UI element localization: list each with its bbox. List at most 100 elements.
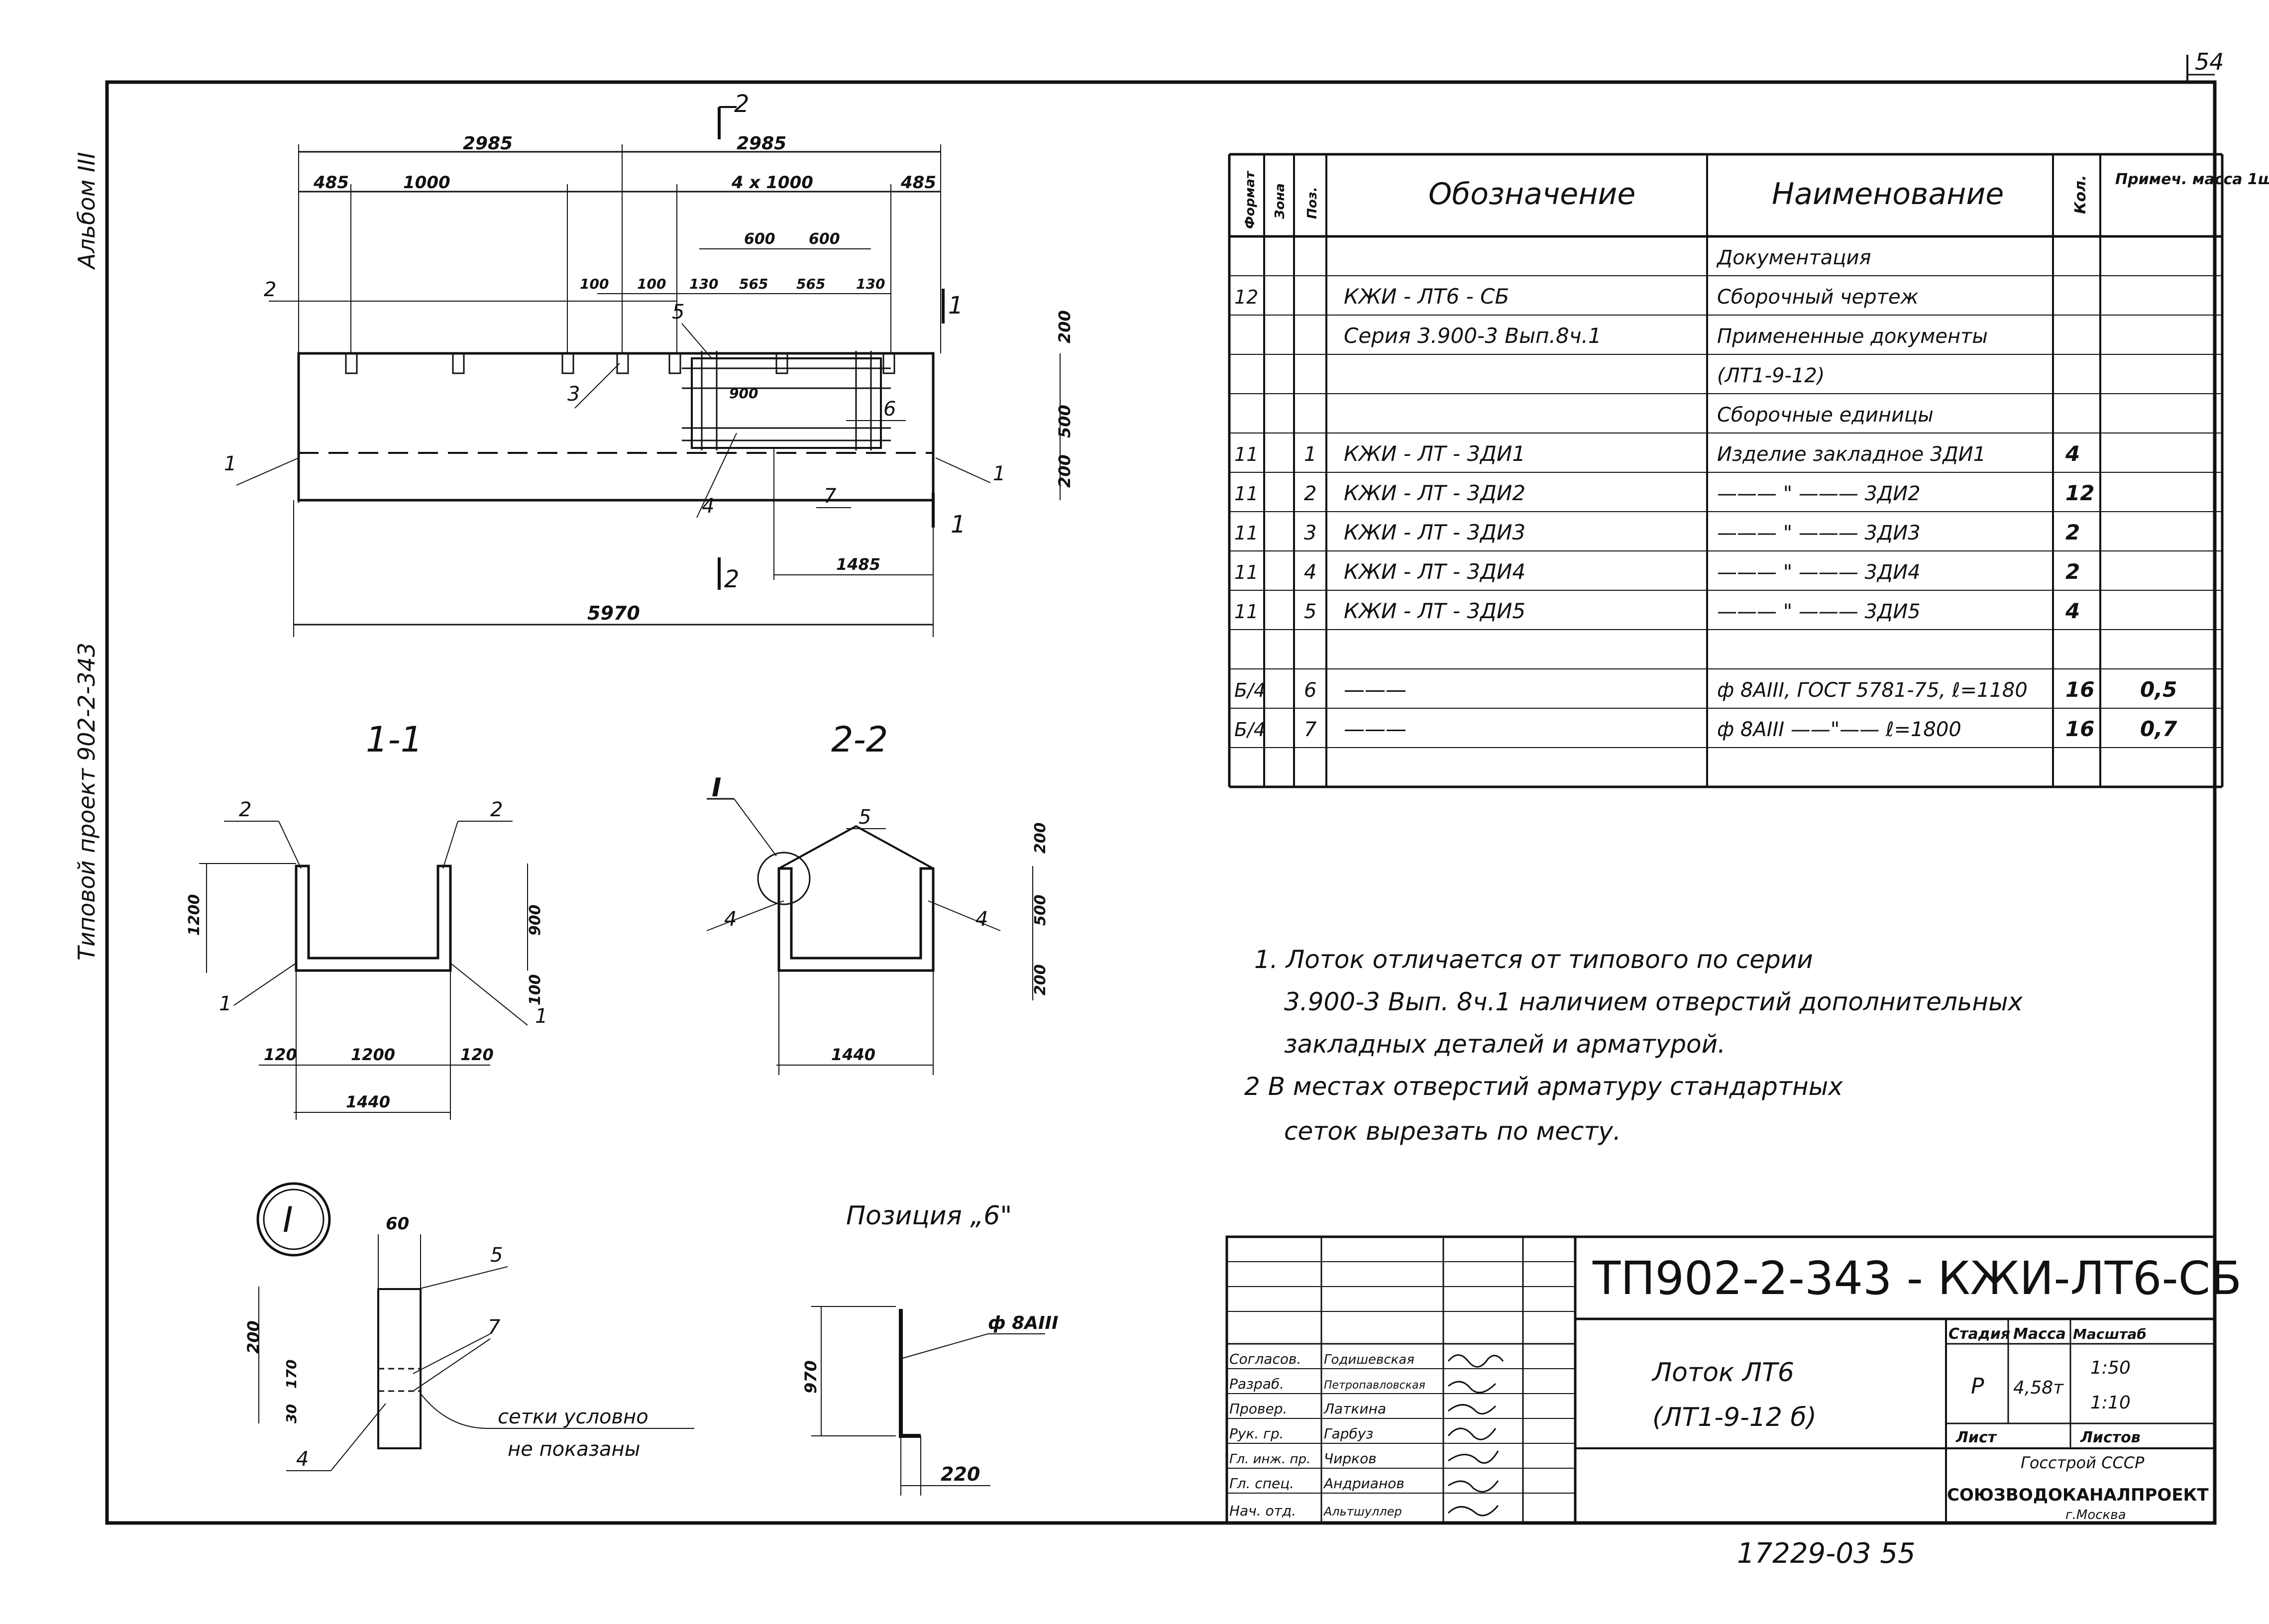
spec-row-qty: 2 <box>2065 520 2080 544</box>
role-6: Нач. отд. <box>1229 1503 1296 1519</box>
scale-value-1: 1:50 <box>2090 1358 2131 1378</box>
role-1: Разраб. <box>1229 1376 1284 1392</box>
spec-row-qty: 16 <box>2065 717 2094 741</box>
plan-pos-1-right: 1 <box>993 462 1005 485</box>
name-3: Гарбуз <box>1324 1425 1373 1442</box>
scale-value-2: 1:10 <box>2090 1393 2131 1413</box>
cut-1-top: 1 <box>948 292 964 320</box>
dim-1485: 1485 <box>836 555 880 574</box>
sec11-w1440: 1440 <box>346 1092 390 1111</box>
spec-row-format: 11 <box>1234 522 1258 544</box>
sheet-header: Лист <box>1955 1429 1997 1446</box>
detail-I-note-2: не показаны <box>508 1438 640 1461</box>
dim-130-a: 130 <box>689 276 718 292</box>
spec-row-name: Документация <box>1716 246 1871 269</box>
spec-row-note: 0,5 <box>2140 677 2177 702</box>
spec-row-name: ф 8AIII, ГОСТ 5781-75, ℓ=1180 <box>1717 679 2028 702</box>
sec22-h200-bottom: 200 <box>1032 964 1049 995</box>
drawing-code: ТП902-2-343 - КЖИ-ЛТ6-СБ <box>1592 1252 2242 1305</box>
dim-200-top: 200 <box>1055 310 1074 343</box>
spec-row-format: 11 <box>1234 561 1258 583</box>
role-5: Гл. спец. <box>1229 1475 1294 1492</box>
project-label: Типовой проект 902-2-343 <box>73 643 100 961</box>
section-2-2: 2-2 I 5 4 4 200 500 200 1440 <box>706 719 1049 1075</box>
spec-row-designation: ——— <box>1344 717 1406 741</box>
dim-5970: 5970 <box>587 602 640 624</box>
spec-row-note: 0,7 <box>2140 717 2177 741</box>
plan-pos-2: 2 <box>264 278 276 301</box>
sec22-pos-4-right: 4 <box>975 908 988 931</box>
dim-900: 900 <box>729 385 758 402</box>
sec11-pos-1-left: 1 <box>219 992 231 1015</box>
detail-I-pos-4: 4 <box>296 1448 309 1471</box>
role-0: Согласов. <box>1229 1351 1301 1367</box>
spec-header-pos: Поз. <box>1305 187 1320 219</box>
sec11-w120-left: 120 <box>264 1045 297 1064</box>
cut-2-bottom: 2 <box>724 565 740 593</box>
detail-I-note-1: сетки условно <box>498 1406 648 1428</box>
sec11-h100: 100 <box>527 974 544 1005</box>
dim-565-b: 565 <box>796 276 825 292</box>
spec-row-designation: Серия 3.900-3 Вып.8ч.1 <box>1344 324 1602 348</box>
detail-I-200: 200 <box>244 1320 263 1354</box>
spec-row-name: ——— " ——— 3ДИ5 <box>1717 600 1921 623</box>
spec-row-name: ф 8AIII ——"—— ℓ=1800 <box>1717 718 1961 741</box>
scale-header: Масштаб <box>2073 1326 2147 1342</box>
sec22-h200-top: 200 <box>1032 822 1049 854</box>
detail-I-label: I <box>283 1199 293 1240</box>
spec-row-format: 11 <box>1234 443 1258 465</box>
sec22-I-label: I <box>712 773 721 803</box>
sec11-w120-right: 120 <box>460 1045 494 1064</box>
spec-row-pos: 1 <box>1304 443 1316 466</box>
position-6-h970: 970 <box>801 1360 820 1394</box>
org-city: г.Москва <box>2065 1508 2126 1522</box>
mass-header: Масса <box>2013 1325 2066 1343</box>
dim-565-a: 565 <box>739 276 768 292</box>
spec-row-designation: ——— <box>1344 677 1406 702</box>
plan-pos-6: 6 <box>883 398 896 421</box>
sec22-w1440: 1440 <box>831 1045 875 1064</box>
spec-row-designation: КЖИ - ЛТ - 3ДИ4 <box>1344 559 1525 584</box>
dim-2985-right: 2985 <box>737 133 786 154</box>
spec-row-qty: 4 <box>2065 599 2080 623</box>
spec-header-note: Примеч. масса 1шт.кг <box>2115 171 2269 188</box>
spec-row-format: 12 <box>1234 286 1258 308</box>
detail-I: I 60 200 170 30 5 7 4 сетки условно не п… <box>244 1182 694 1471</box>
spec-row-designation: КЖИ - ЛТ - 3ДИ2 <box>1344 481 1525 505</box>
spec-row-qty: 2 <box>2065 559 2080 584</box>
title-block: Согласов. Разраб. Провер. Рук. гр. Гл. и… <box>1225 1235 2242 1524</box>
sec22-pos-4-left: 4 <box>724 908 737 931</box>
spec-row-pos: 5 <box>1304 600 1316 623</box>
spec-row-pos: 3 <box>1304 522 1316 544</box>
dim-600-b: 600 <box>809 230 840 248</box>
name-4: Чирков <box>1324 1450 1377 1467</box>
spec-row-name: Сборочные единицы <box>1717 404 1934 427</box>
general-notes: 1. Лоток отличается от типового по серии… <box>1244 945 2023 1146</box>
spec-row-name: ——— " ——— 3ДИ4 <box>1717 561 1921 584</box>
dim-2985-left: 2985 <box>463 133 513 154</box>
dim-200-bottom: 200 <box>1055 454 1074 488</box>
role-2: Провер. <box>1229 1401 1287 1417</box>
detail-I-pos-7: 7 <box>488 1316 501 1339</box>
spec-row-format: Б/4 <box>1234 679 1266 701</box>
name-1: Петропавловская <box>1324 1379 1425 1392</box>
sec11-h900: 900 <box>527 904 544 936</box>
name-6: Альтшуллер <box>1323 1505 1402 1518</box>
plan-pos-1-left: 1 <box>224 452 236 475</box>
role-3: Рук. гр. <box>1229 1425 1284 1442</box>
name-5: Андрианов <box>1323 1475 1405 1492</box>
spec-row-name: ——— " ——— 3ДИ2 <box>1717 482 1921 505</box>
dim-1000: 1000 <box>403 173 450 193</box>
plan-pos-3: 3 <box>567 383 580 406</box>
spec-row-qty: 4 <box>2065 441 2080 466</box>
dim-485-left: 485 <box>313 173 349 193</box>
note-line-4: 2 В местах отверстий арматуру стандартны… <box>1244 1072 1843 1101</box>
spec-row-name: ——— " ——— 3ДИ3 <box>1717 522 1921 544</box>
position-6-w220: 220 <box>941 1463 980 1485</box>
album-label: Альбом III <box>73 152 100 270</box>
name-2: Латкина <box>1323 1401 1386 1417</box>
spec-row-format: 11 <box>1234 483 1258 505</box>
sec11-h1200: 1200 <box>186 894 203 936</box>
detail-I-60: 60 <box>386 1214 409 1234</box>
